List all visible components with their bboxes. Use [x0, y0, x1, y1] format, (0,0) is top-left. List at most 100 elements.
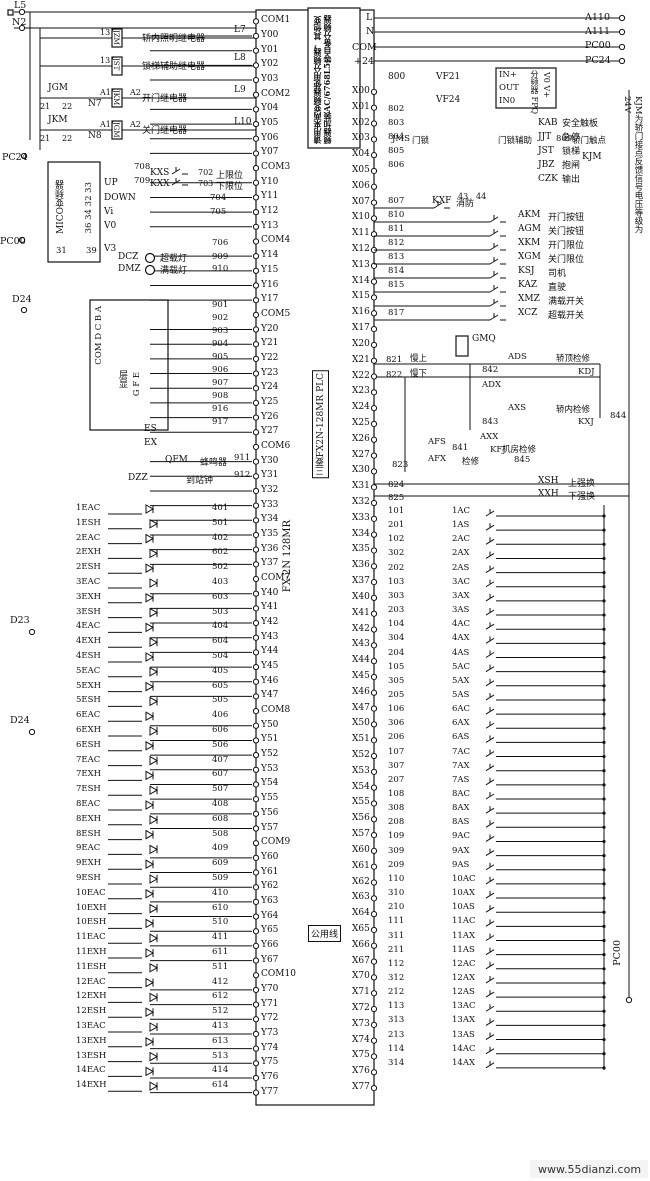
y-terminal-ring [252, 825, 260, 832]
x-terminal-ring [370, 136, 378, 143]
x-terminal-ring [370, 673, 378, 681]
led-icon [145, 711, 155, 722]
x-terminal-ring [370, 642, 378, 649]
pushbutton-icon [485, 961, 502, 970]
x-terminal-ring [370, 768, 378, 775]
pushbutton-icon [489, 285, 506, 293]
y-terminal-ring [252, 517, 260, 524]
x-terminal-ring [370, 373, 378, 380]
pushbutton-icon [485, 848, 502, 857]
x-terminal-ring [370, 958, 378, 965]
led-icon [149, 637, 159, 648]
com-terminal-ring [252, 91, 260, 98]
note-box [307, 7, 361, 149]
pushbutton-icon [485, 975, 502, 984]
floor-display-box [89, 299, 169, 431]
pushbutton-icon [485, 664, 502, 673]
bus-dot [602, 698, 606, 702]
led-icon [145, 1036, 155, 1047]
power-terminal-icon [18, 24, 26, 32]
pushbutton-icon [485, 551, 502, 559]
led-icon [145, 740, 155, 751]
y-terminal-ring [252, 297, 260, 304]
y-terminal-ring [252, 884, 260, 891]
power-terminal-icon [618, 28, 626, 36]
bus-dot [602, 754, 606, 759]
pushbutton-icon [485, 608, 502, 616]
bus-dot [602, 1052, 606, 1056]
x-terminal-ring [370, 895, 378, 902]
y-terminal-ring [252, 649, 260, 656]
power-terminal-icon [20, 306, 28, 314]
x-terminal-ring [370, 752, 378, 760]
pushbutton-icon [485, 692, 502, 701]
bus-dot [602, 712, 606, 716]
y-terminal-ring [252, 1045, 260, 1052]
x-terminal-ring [370, 436, 378, 443]
y-terminal-ring [252, 267, 260, 274]
y-terminal-ring [252, 326, 260, 333]
gmq-box [455, 335, 469, 357]
led-icon [149, 874, 159, 884]
y-terminal-ring [252, 1074, 260, 1082]
x-terminal-ring [370, 120, 378, 127]
watermark-bg [530, 1160, 648, 1178]
x-terminal-ring [370, 152, 378, 159]
led-icon [149, 726, 159, 736]
inverter-box [47, 161, 101, 263]
led-icon [149, 548, 159, 559]
led-icon [149, 696, 159, 707]
led-icon [145, 681, 155, 692]
pushbutton-icon [171, 167, 188, 175]
pushbutton-icon [485, 834, 502, 842]
pushbutton-icon [433, 201, 450, 209]
led-icon [149, 1022, 159, 1032]
com-terminal-ring [252, 840, 260, 847]
x-terminal-ring [370, 610, 378, 617]
y-terminal-ring [252, 179, 260, 186]
x-terminal-ring [370, 831, 378, 839]
bus-dot [602, 1037, 606, 1042]
static-structure [7, 7, 648, 1178]
y-terminal-ring [252, 223, 260, 230]
lamp-icon [144, 264, 156, 276]
pushbutton-icon [485, 735, 502, 743]
bus-dot [602, 542, 606, 546]
pushbutton-icon [489, 313, 506, 321]
x-terminal-ring [370, 294, 378, 301]
x-terminal-ring [370, 689, 378, 696]
bus-dot [602, 1023, 606, 1027]
x-terminal-ring [370, 1021, 378, 1028]
led-icon [145, 800, 155, 810]
y-terminal-ring [252, 414, 260, 421]
lamp-icon [144, 252, 156, 264]
y-terminal-ring [252, 32, 260, 40]
y-terminal-ring [252, 194, 260, 201]
y-terminal-ring [252, 385, 260, 392]
pushbutton-icon [485, 721, 502, 729]
led-icon [149, 785, 159, 796]
y-terminal-ring [252, 605, 260, 612]
pushbutton-icon [489, 271, 506, 279]
bus-dot [602, 585, 606, 589]
x-terminal-ring [370, 183, 378, 190]
y-terminal-ring [252, 898, 260, 905]
pushbutton-icon [485, 919, 502, 927]
y-terminal-ring [252, 663, 260, 671]
power-terminal-icon [625, 996, 633, 1004]
y-terminal-ring [252, 796, 260, 803]
y-terminal-ring [252, 634, 260, 641]
bus-dot [602, 684, 606, 688]
led-icon [145, 977, 155, 988]
power-terminal-icon [18, 236, 26, 244]
pushbutton-icon [489, 243, 506, 251]
plc-body [255, 9, 375, 1106]
x-terminal-ring [370, 389, 378, 396]
bus-dot [602, 938, 606, 943]
power-terminal-icon [618, 57, 626, 65]
y-terminal-ring [252, 429, 260, 436]
x-terminal-ring [370, 1069, 378, 1076]
relay-coil-icon [111, 120, 123, 140]
x-terminal-ring [370, 499, 378, 507]
